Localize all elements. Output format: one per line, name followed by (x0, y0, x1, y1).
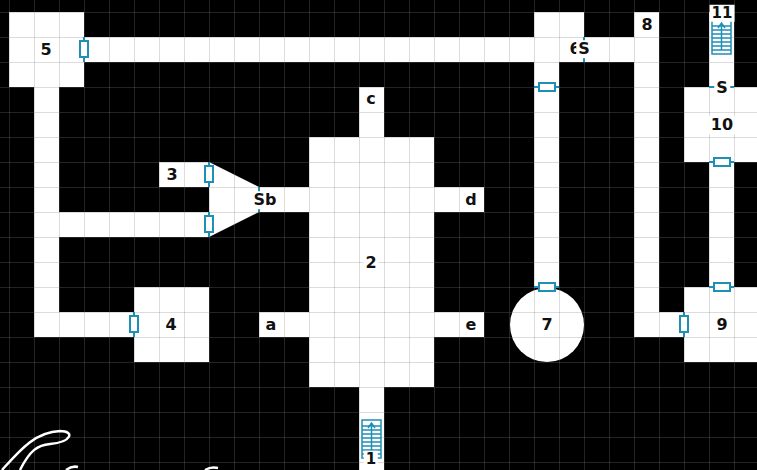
room-label: S (576, 40, 592, 58)
room-label: 4 (163, 316, 178, 334)
room-label: 2 (363, 254, 378, 272)
room-label: 10 (709, 116, 735, 134)
stairs (362, 20, 731, 458)
room-label: 9 (714, 316, 729, 334)
room-label: S (714, 79, 730, 97)
room-label: c (364, 90, 377, 108)
room-label: 11 (710, 5, 735, 22)
room-label: 5 (38, 41, 53, 59)
room-label: 1 (364, 451, 378, 468)
room-label: 3 (164, 166, 179, 184)
room-label: Sb (252, 191, 279, 209)
logo-fragment (2, 431, 218, 470)
room-label: 8 (639, 16, 654, 34)
room-label: a (264, 316, 279, 334)
room-label: e (464, 316, 479, 334)
doors (80, 37, 734, 337)
room-label: 7 (539, 316, 554, 334)
room-label: d (463, 191, 478, 209)
